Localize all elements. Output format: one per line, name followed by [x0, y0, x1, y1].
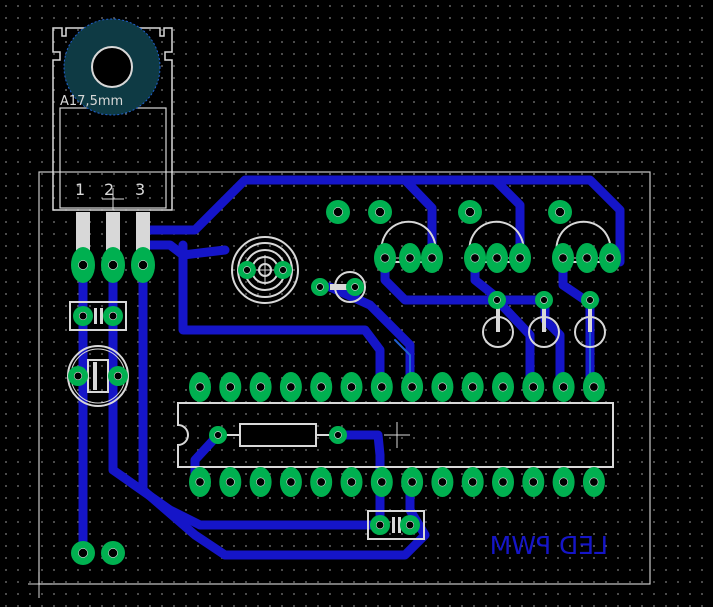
dip-ic-outline[interactable] [177, 402, 614, 468]
pin-label-3: 3 [135, 180, 145, 199]
pad-layer [68, 200, 621, 565]
regulator-pad-1[interactable] [71, 247, 95, 283]
resistor-r1[interactable] [218, 423, 338, 447]
ic-pad-bottom-8[interactable] [401, 467, 424, 497]
q1-pad-1[interactable] [374, 243, 396, 273]
ic-pad-top-10[interactable] [461, 372, 484, 402]
ic-pad-top-12[interactable] [522, 372, 545, 402]
ic-pad-top-4[interactable] [279, 372, 302, 402]
r-led3-pad[interactable] [581, 291, 599, 309]
q3-pad-2[interactable] [576, 243, 598, 273]
ic-pad-top-1[interactable] [189, 372, 211, 402]
ic-pad-bottom-12[interactable] [522, 467, 545, 497]
q2-pad-2[interactable] [486, 243, 508, 273]
ic-pad-top-6[interactable] [340, 372, 363, 402]
ic-pad-bottom-2[interactable] [219, 467, 242, 497]
voltage-regulator-footprint[interactable]: A17,5mm 1 2 3 [52, 18, 173, 260]
regulator-pad-2[interactable] [101, 247, 125, 283]
header-pad-3[interactable] [458, 200, 482, 224]
ic-pad-bottom-5[interactable] [310, 467, 333, 497]
q1-pad-2[interactable] [399, 243, 421, 273]
r1-pad-1[interactable] [209, 426, 227, 444]
ic-pad-bottom-4[interactable] [279, 467, 302, 497]
c2-pad-2[interactable] [400, 515, 420, 535]
pot-pad-1[interactable] [238, 261, 256, 279]
q3-pad-3[interactable] [599, 243, 621, 273]
ic-pad-top-14[interactable] [582, 372, 605, 402]
header-pad-1[interactable] [326, 200, 350, 224]
ic-pad-bottom-10[interactable] [461, 467, 484, 497]
trace-vreg-top-bus [138, 175, 625, 267]
trace-pot-to-ic [178, 240, 385, 390]
pin-label-1: 1 [75, 180, 85, 199]
q2-pad-1[interactable] [464, 243, 486, 273]
disc-cap-pad-1[interactable] [311, 278, 329, 296]
ic-pad-top-5[interactable] [310, 372, 333, 402]
board-label: LED PWM [490, 531, 608, 560]
ic-pad-bottom-7[interactable] [370, 467, 393, 497]
pin-label-2: 2 [104, 180, 114, 199]
ceramic-capacitor-c2[interactable] [367, 510, 425, 540]
header-pad-4[interactable] [548, 200, 572, 224]
origin-cross [384, 422, 410, 448]
ic-pad-bottom-6[interactable] [340, 467, 363, 497]
electrolytic-pad-1[interactable] [68, 366, 88, 386]
ic-pad-top-3[interactable] [249, 372, 272, 402]
ic-pad-top-11[interactable] [492, 372, 514, 402]
disc-cap-pad-2[interactable] [346, 278, 364, 296]
board-label-group[interactable]: LED PWM [490, 531, 608, 560]
ic-pad-bottom-14[interactable] [582, 467, 605, 497]
ic-pad-bottom-9[interactable] [431, 467, 454, 497]
input-pad-1[interactable] [71, 541, 95, 565]
q3-pad-1[interactable] [552, 243, 574, 273]
ic-pad-top-2[interactable] [219, 372, 242, 402]
ic-pad-bottom-3[interactable] [249, 467, 272, 497]
input-pad-2[interactable] [101, 541, 125, 565]
regulator-label: A17,5mm [60, 94, 123, 109]
ic-pad-top-9[interactable] [431, 372, 454, 402]
mounting-hole[interactable] [91, 46, 133, 88]
r-led1-pad[interactable] [488, 291, 506, 309]
ic-pad-bottom-13[interactable] [552, 467, 575, 497]
r1-pad-2[interactable] [329, 426, 347, 444]
trace-pot-feed [145, 240, 230, 260]
pot-pad-2[interactable] [274, 261, 292, 279]
electrolytic-pad-2[interactable] [108, 366, 128, 386]
c1-pad-2[interactable] [103, 306, 123, 326]
ic-pad-bottom-1[interactable] [189, 467, 211, 497]
board-outline [38, 171, 651, 585]
c1-pad-1[interactable] [73, 306, 93, 326]
c2-pad-1[interactable] [370, 515, 390, 535]
r-led2-pad[interactable] [535, 291, 553, 309]
origin-marker [28, 572, 52, 598]
header-pad-2[interactable] [368, 200, 392, 224]
ic-pad-bottom-11[interactable] [492, 467, 514, 497]
ic-pad-top-13[interactable] [552, 372, 575, 402]
regulator-pad-3[interactable] [131, 247, 155, 283]
ic-pad-top-7[interactable] [370, 372, 393, 402]
q1-pad-3[interactable] [421, 243, 443, 273]
q2-pad-3[interactable] [509, 243, 531, 273]
ceramic-capacitor-c1[interactable] [69, 301, 127, 331]
ic-pad-top-8[interactable] [401, 372, 424, 402]
